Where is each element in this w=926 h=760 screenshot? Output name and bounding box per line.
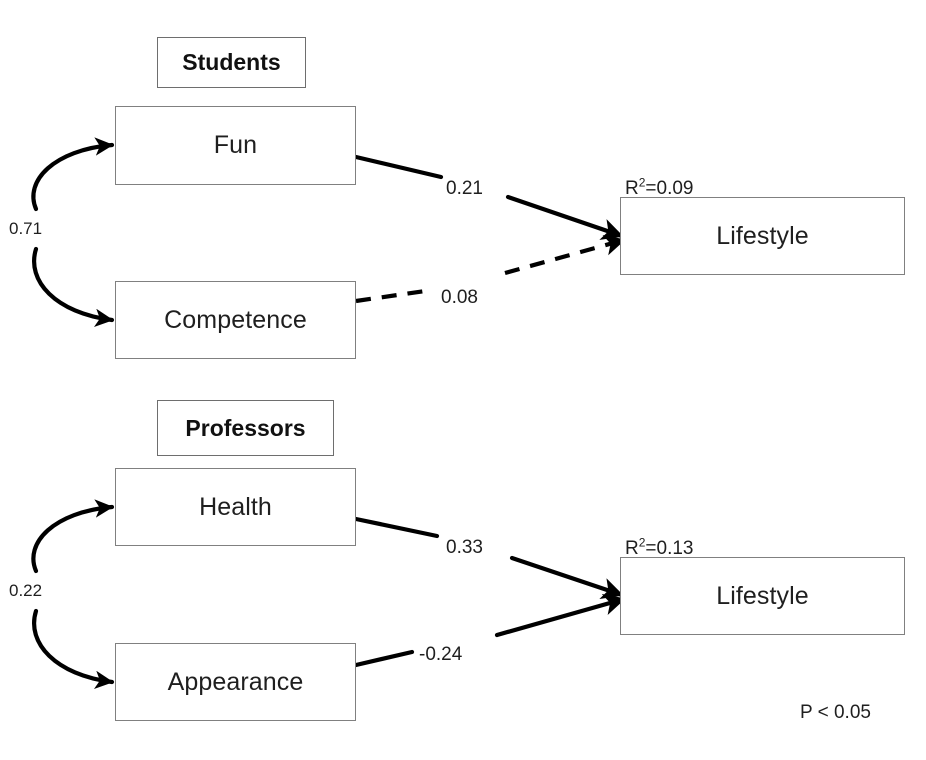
path-fun-lifestyle-seg2 xyxy=(505,194,625,240)
path-label-competence-lifestyle: 0.08 xyxy=(441,287,478,308)
node-lifestyle-professors-label: Lifestyle xyxy=(716,581,809,610)
r2-exponent: 2 xyxy=(638,535,646,550)
group-header-students-label: Students xyxy=(182,49,281,75)
node-appearance[interactable]: Appearance xyxy=(115,643,356,721)
r2-label-students: R2=0.09 xyxy=(625,175,694,199)
group-header-professors-label: Professors xyxy=(185,414,306,441)
node-appearance-label: Appearance xyxy=(167,667,304,696)
r2-symbol: R xyxy=(625,538,639,559)
r2-value: =0.09 xyxy=(645,178,694,199)
group-header-students: Students xyxy=(157,37,306,88)
path-appearance-lifestyle-seg1 xyxy=(353,649,415,668)
correlation-arrow-professors xyxy=(31,499,115,690)
path-competence-lifestyle-seg1 xyxy=(355,287,433,304)
significance-note: P < 0.05 xyxy=(800,702,871,723)
r2-symbol: R xyxy=(625,178,639,199)
path-label-health-lifestyle: 0.33 xyxy=(446,537,483,558)
path-appearance-lifestyle-seg2 xyxy=(494,593,627,638)
group-header-professors: Professors xyxy=(157,400,334,456)
node-health-label: Health xyxy=(199,492,272,521)
correlation-label-professors: 0.22 xyxy=(9,581,43,600)
node-lifestyle-students[interactable]: Lifestyle xyxy=(620,197,905,275)
r2-label-professors: R2=0.13 xyxy=(625,535,694,559)
path-health-lifestyle-seg1 xyxy=(353,516,440,539)
r2-value: =0.13 xyxy=(645,538,694,559)
node-fun-label: Fun xyxy=(213,131,258,159)
path-fun-lifestyle-seg1 xyxy=(353,154,444,180)
node-fun[interactable]: Fun xyxy=(115,106,356,185)
node-competence[interactable]: Competence xyxy=(115,281,356,359)
node-health[interactable]: Health xyxy=(115,468,356,546)
correlation-arrow-students xyxy=(31,137,115,328)
path-health-lifestyle-seg2 xyxy=(509,555,625,599)
r2-exponent: 2 xyxy=(638,175,646,190)
node-lifestyle-professors[interactable]: Lifestyle xyxy=(620,557,905,635)
path-competence-lifestyle-seg2 xyxy=(504,235,626,276)
correlation-label-students: 0.71 xyxy=(9,219,43,238)
path-label-appearance-lifestyle: -0.24 xyxy=(419,644,463,665)
path-label-fun-lifestyle: 0.21 xyxy=(446,178,483,199)
node-lifestyle-students-label: Lifestyle xyxy=(716,221,809,250)
node-competence-label: Competence xyxy=(164,305,307,334)
